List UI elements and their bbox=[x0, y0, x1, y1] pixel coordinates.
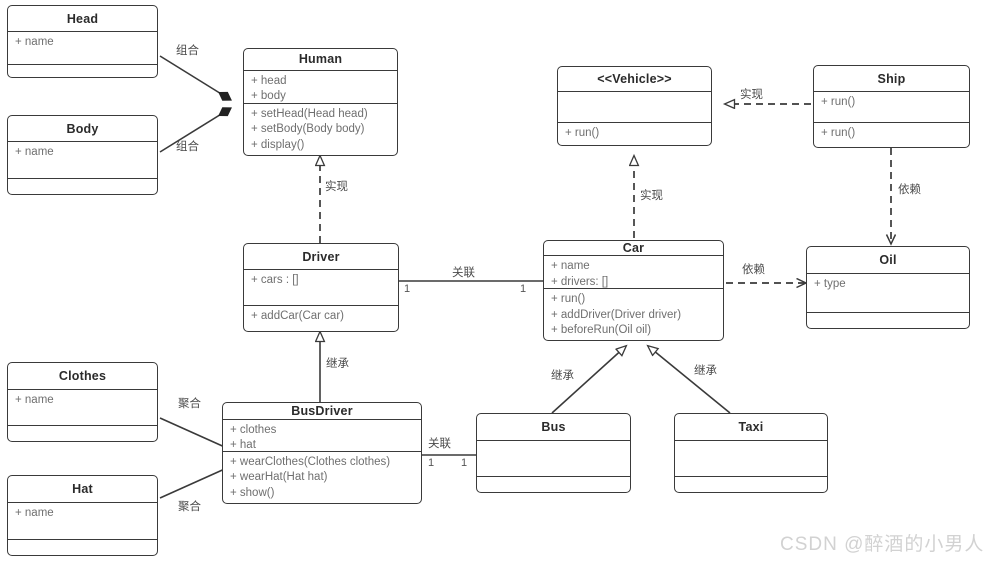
csdn-watermark: CSDN @醉酒的小男人 bbox=[780, 534, 985, 555]
class-methods-body bbox=[8, 179, 157, 194]
class-methods-clothes bbox=[8, 426, 157, 441]
edge-label-clothes-busdriver: 聚合 bbox=[178, 398, 201, 410]
class-title-vehicle: <<Vehicle>> bbox=[558, 67, 711, 92]
class-title-car: Car bbox=[544, 241, 723, 256]
edge-label-head-human: 组合 bbox=[176, 45, 199, 57]
method-item: + run() bbox=[551, 293, 586, 305]
class-methods-head bbox=[8, 65, 157, 78]
attribute-item: + name bbox=[15, 36, 54, 48]
class-attributes-human: + head + body bbox=[244, 71, 397, 104]
class-box-clothes[interactable]: Clothes + name bbox=[7, 362, 158, 442]
class-attributes-oil: + type bbox=[807, 274, 969, 313]
class-attributes-body: + name bbox=[8, 142, 157, 179]
edge-label-body-human: 组合 bbox=[176, 141, 199, 153]
class-box-bus[interactable]: Bus bbox=[476, 413, 631, 493]
class-box-busdriver[interactable]: BusDriver + clothes + hat + wearClothes(… bbox=[222, 402, 422, 504]
method-item: + setBody(Body body) bbox=[251, 123, 365, 135]
class-title-human: Human bbox=[244, 49, 397, 71]
edge-label-busdriver-bus: 关联 bbox=[428, 438, 451, 450]
edge-label-car-vehicle: 实现 bbox=[640, 190, 663, 202]
method-item: + addCar(Car car) bbox=[251, 309, 344, 322]
attribute-item: + head bbox=[251, 74, 287, 87]
class-box-head[interactable]: Head + name bbox=[7, 5, 158, 78]
method-item: + wearClothes(Clothes clothes) bbox=[230, 455, 391, 468]
class-attributes-bus bbox=[477, 441, 630, 477]
attribute-item: + name bbox=[15, 394, 54, 406]
attribute-item: + name bbox=[15, 507, 54, 519]
method-item: + beforeRun(Oil oil) bbox=[551, 324, 652, 336]
class-title-busdriver: BusDriver bbox=[223, 403, 421, 420]
class-attributes-car: + name + drivers: [] bbox=[544, 256, 723, 289]
edge-label-bus-car: 继承 bbox=[551, 370, 574, 382]
edge-label-taxi-car: 继承 bbox=[694, 365, 717, 377]
class-methods-human: + setHead(Head head) + setBody(Body body… bbox=[244, 104, 397, 156]
class-attributes-head: + name bbox=[8, 32, 157, 65]
class-box-human[interactable]: Human + head + body + setHead(Head head)… bbox=[243, 48, 398, 156]
class-title-clothes: Clothes bbox=[8, 363, 157, 390]
class-title-driver: Driver bbox=[244, 244, 398, 270]
edge-head-human bbox=[159, 55, 231, 100]
class-box-car[interactable]: Car + name + drivers: [] + run() + addDr… bbox=[543, 240, 724, 341]
edge-label-driver-car: 关联 bbox=[452, 267, 475, 279]
attribute-item: + drivers: [] bbox=[551, 275, 609, 288]
method-item: + addDriver(Driver driver) bbox=[551, 308, 682, 321]
class-box-taxi[interactable]: Taxi bbox=[674, 413, 828, 493]
edge-label-driver-human: 实现 bbox=[325, 181, 348, 193]
class-attributes-driver: + cars : [] bbox=[244, 270, 398, 306]
method-item: + run() bbox=[565, 127, 600, 140]
class-methods-busdriver: + wearClothes(Clothes clothes) + wearHat… bbox=[223, 452, 421, 504]
class-attributes-vehicle bbox=[558, 92, 711, 124]
class-title-head: Head bbox=[8, 6, 157, 32]
attribute-item: + type bbox=[814, 278, 846, 290]
class-box-vehicle[interactable]: <<Vehicle>> + run() bbox=[557, 66, 712, 146]
method-item: + show() bbox=[230, 486, 275, 499]
attribute-item: + run() bbox=[821, 96, 856, 108]
class-methods-taxi bbox=[675, 477, 827, 492]
class-title-hat: Hat bbox=[8, 476, 157, 503]
class-attributes-ship: + run() bbox=[814, 92, 969, 124]
class-box-hat[interactable]: Hat + name bbox=[7, 475, 158, 556]
class-methods-bus bbox=[477, 477, 630, 492]
class-title-taxi: Taxi bbox=[675, 414, 827, 441]
attribute-item: + body bbox=[251, 90, 286, 102]
class-methods-car: + run() + addDriver(Driver driver) + bef… bbox=[544, 289, 723, 340]
class-title-bus: Bus bbox=[477, 414, 630, 441]
method-item: + run() bbox=[821, 127, 856, 140]
class-box-oil[interactable]: Oil + type bbox=[806, 246, 970, 329]
class-methods-vehicle: + run() bbox=[558, 123, 711, 145]
multiplicity-driver-car-right: 1 bbox=[520, 283, 527, 295]
attribute-item: + cars : [] bbox=[251, 274, 299, 286]
multiplicity-busdriver-bus-left: 1 bbox=[428, 457, 435, 469]
class-methods-driver: + addCar(Car car) bbox=[244, 306, 398, 331]
class-attributes-busdriver: + clothes + hat bbox=[223, 420, 421, 452]
attribute-item: + name bbox=[15, 146, 54, 158]
edge-label-busdriver-driver: 继承 bbox=[326, 358, 349, 370]
class-methods-ship: + run() bbox=[814, 123, 969, 147]
class-box-driver[interactable]: Driver + cars : [] + addCar(Car car) bbox=[243, 243, 399, 332]
class-box-ship[interactable]: Ship + run() + run() bbox=[813, 65, 970, 148]
multiplicity-driver-car-left: 1 bbox=[404, 283, 411, 295]
attribute-item: + name bbox=[551, 260, 590, 272]
edge-label-car-oil: 依赖 bbox=[742, 264, 765, 276]
attribute-item: + clothes bbox=[230, 423, 277, 436]
edge-label-hat-busdriver: 聚合 bbox=[178, 501, 201, 513]
class-methods-oil bbox=[807, 313, 969, 329]
class-methods-hat bbox=[8, 540, 157, 555]
class-title-ship: Ship bbox=[814, 66, 969, 92]
method-item: + wearHat(Hat hat) bbox=[230, 471, 328, 483]
edge-label-ship-vehicle: 实现 bbox=[740, 89, 763, 101]
multiplicity-busdriver-bus-right: 1 bbox=[461, 457, 468, 469]
method-item: + display() bbox=[251, 138, 305, 151]
method-item: + setHead(Head head) bbox=[251, 107, 368, 120]
class-attributes-taxi bbox=[675, 441, 827, 477]
edge-label-ship-oil: 依赖 bbox=[898, 184, 921, 196]
class-title-body: Body bbox=[8, 116, 157, 142]
edge-taxi-car bbox=[648, 346, 731, 414]
class-attributes-clothes: + name bbox=[8, 390, 157, 426]
class-attributes-hat: + name bbox=[8, 503, 157, 540]
class-box-body[interactable]: Body + name bbox=[7, 115, 158, 195]
class-title-oil: Oil bbox=[807, 247, 969, 274]
